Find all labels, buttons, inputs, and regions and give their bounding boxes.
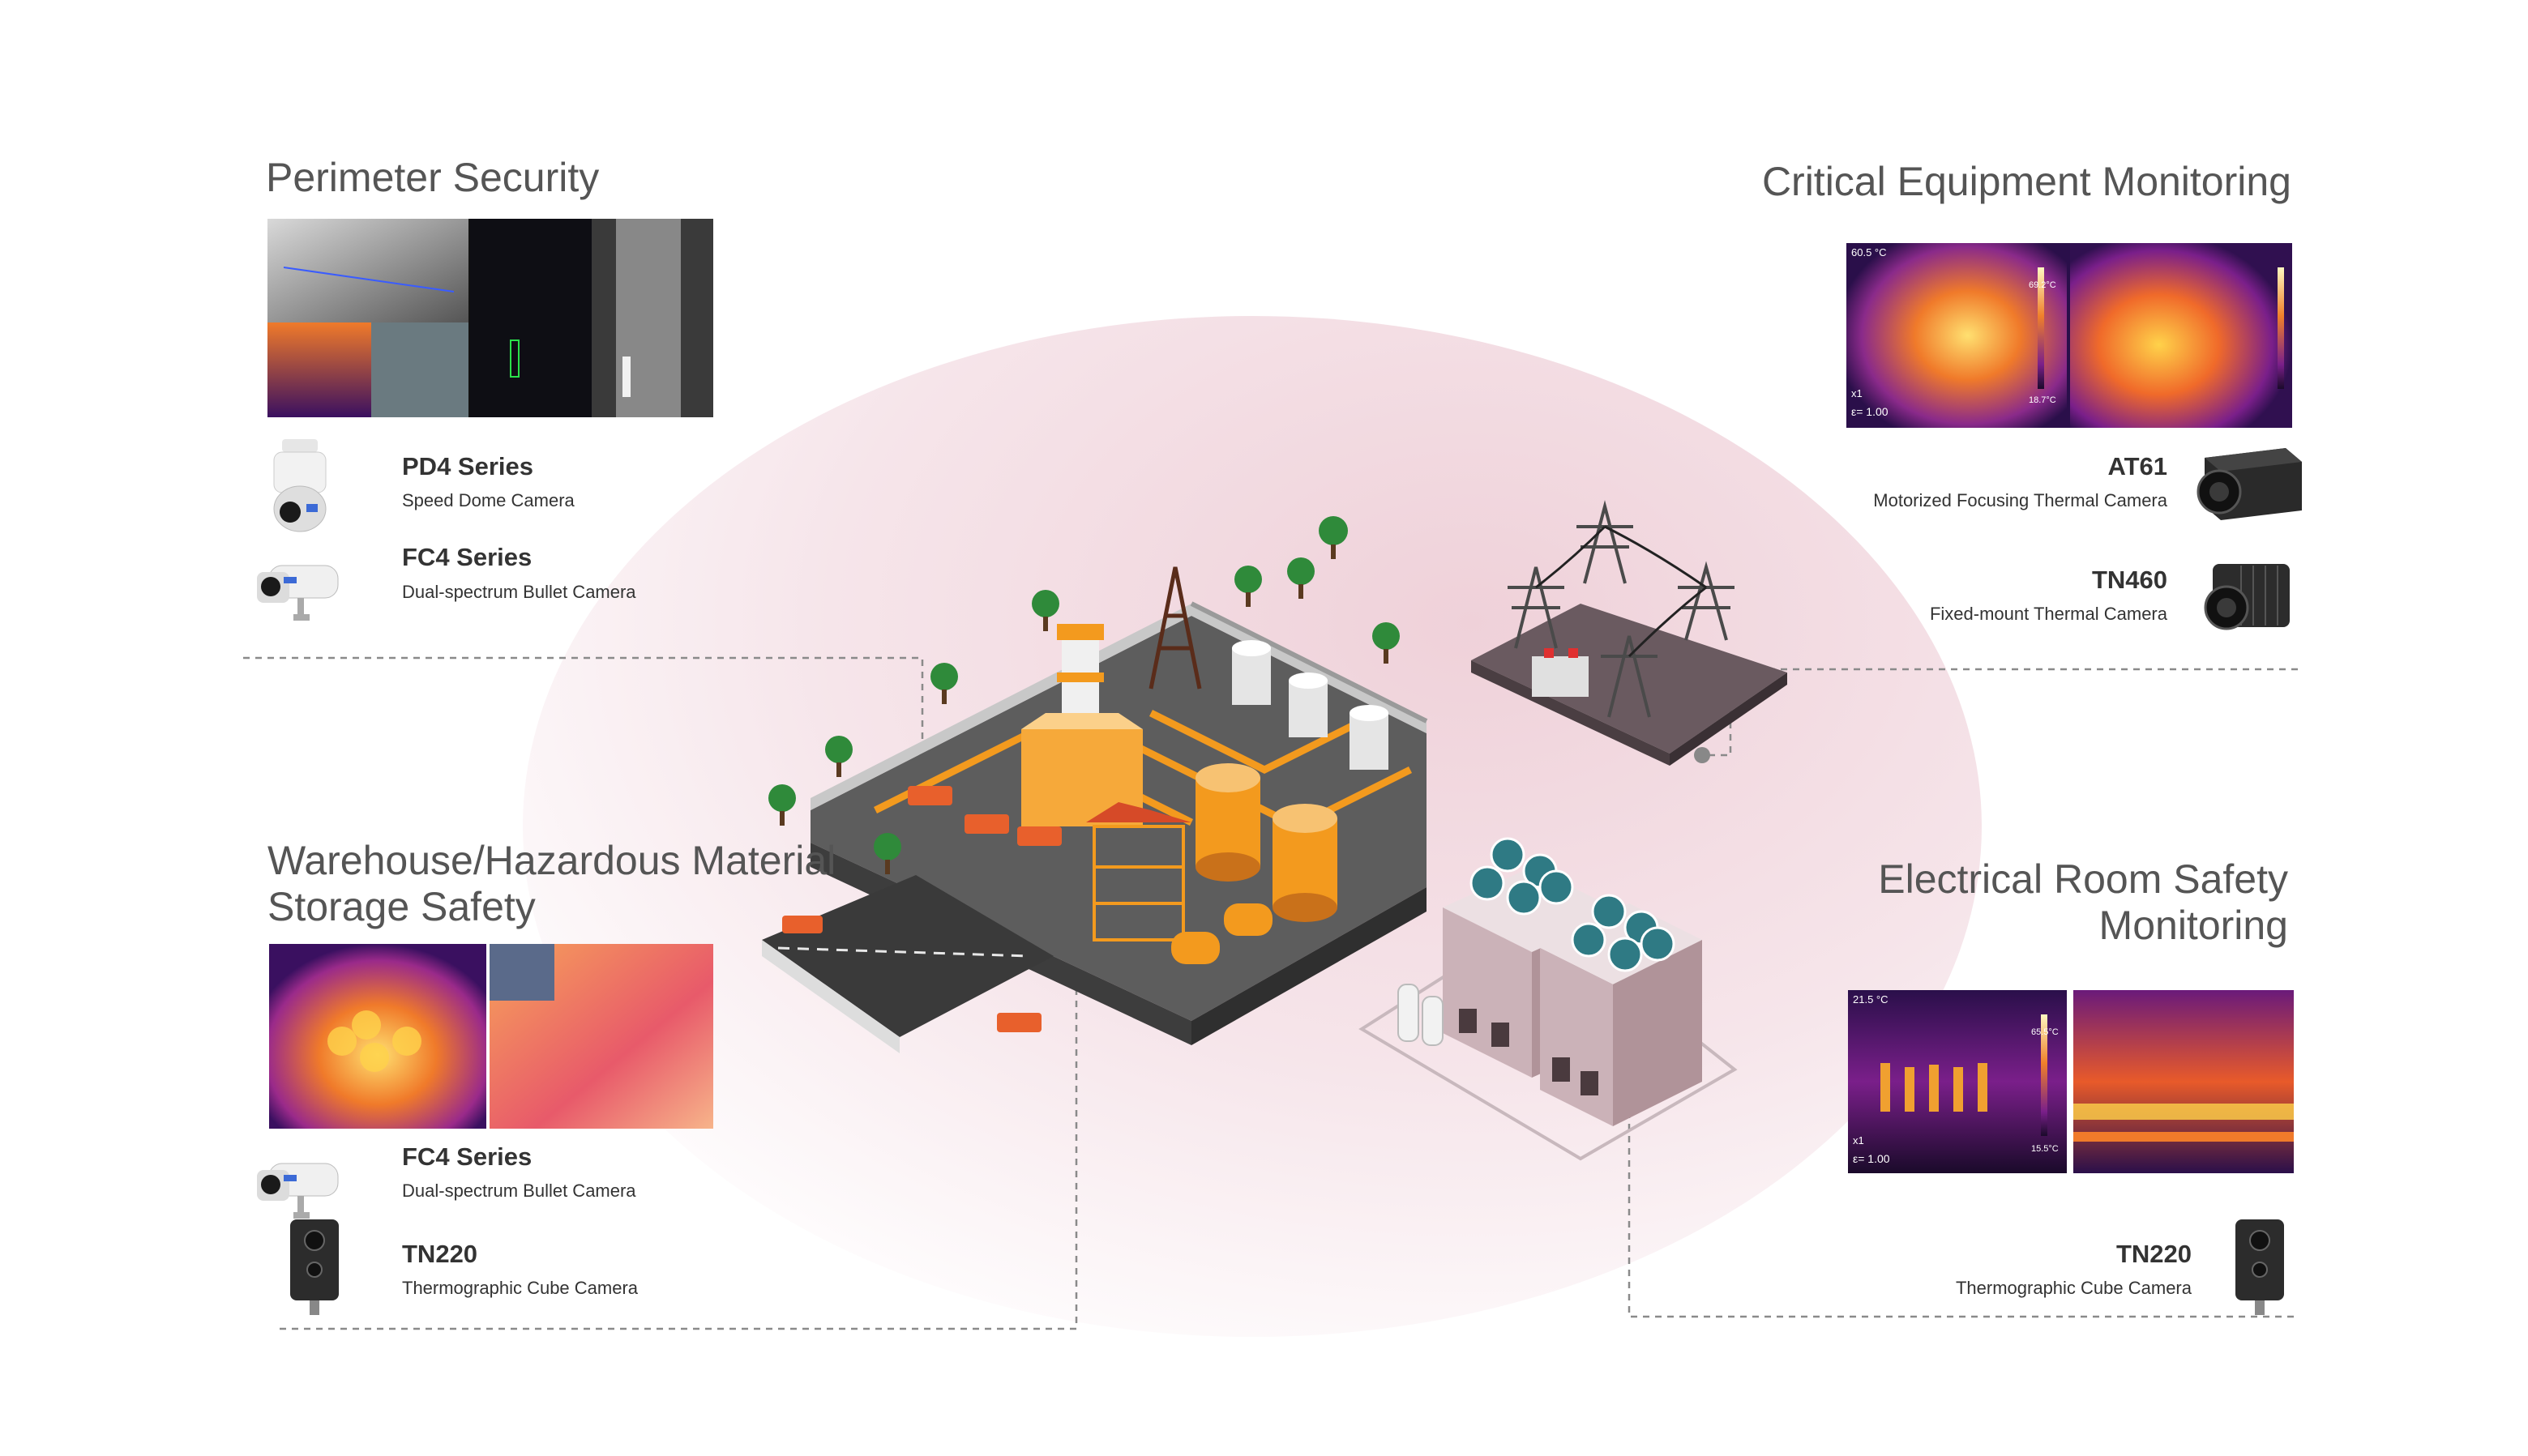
section-title-electrical-line1: Electrical Room Safety [1878,856,2288,902]
product-name-fc4-perimeter: FC4 Series [402,543,533,571]
electrical-thumb-zoom: x1 [1853,1134,1864,1146]
connector-warehouse [280,984,1078,1330]
product-desc-pd4: Speed Dome Camera [402,490,575,510]
product-desc-tn220-electrical: Thermographic Cube Camera [1955,1278,2192,1298]
plant-road [762,875,1054,1037]
critical-thumb-temp: 60.5 °C [1851,246,1887,258]
oil-derrick [1149,566,1202,690]
section-title-perimeter: Perimeter Security [266,155,600,200]
section-title-warehouse-line1: Warehouse/Hazardous Material [267,838,836,883]
critical-thumb-scale-hi: 69.2°C [2029,280,2056,290]
electrical-thumb-scale-hi: 65.5°C [2031,1027,2059,1037]
perimeter-thumbnail [267,219,713,417]
critical-thumb-zoom: x1 [1851,387,1863,399]
electrical-thumb-scale-lo: 15.5°C [2031,1144,2059,1154]
product-desc-tn220-warehouse: Thermographic Cube Camera [402,1278,639,1298]
product-name-tn220-electrical: TN220 [2115,1240,2192,1268]
speed-dome-camera-icon [267,438,332,535]
trees [768,516,1400,874]
connector-electrical [1628,1102,2294,1318]
product-name-tn460: TN460 [2091,566,2167,594]
product-name-tn220-warehouse: TN220 [402,1240,478,1268]
product-desc-tn460: Fixed-mount Thermal Camera [1929,604,2167,624]
cube-camera-icon [2231,1219,2289,1317]
product-desc-at61: Motorized Focusing Thermal Camera [1873,490,2167,510]
critical-thumbnail: 60.5 °C 69.2°C 18.7°C x1 ε= 1.00 [1846,243,2292,428]
fixed-thermal-camera-icon [2192,557,2298,638]
scaffold-tower [1093,825,1185,941]
product-desc-fc4-perimeter: Dual-spectrum Bullet Camera [402,582,636,602]
box-thermal-camera-icon [2188,442,2310,527]
section-title-warehouse-line2: Storage Safety [267,884,536,929]
critical-thumb-scale-lo: 18.7°C [2029,395,2056,405]
electrical-thumb-temp: 21.5 °C [1853,993,1889,1006]
bullet-camera-icon [253,1149,342,1222]
electrical-thumbnail: 21.5 °C 65.5°C 15.5°C x1 ε= 1.00 [1848,990,2294,1173]
bullet-camera-icon [253,551,342,624]
section-title-electrical-line2: Monitoring [2098,903,2288,948]
product-name-pd4: PD4 Series [402,452,533,480]
warehouse-thumbnail [269,944,713,1129]
connector-dot-critical [1694,747,1710,763]
product-name-at61: AT61 [2107,452,2167,480]
product-desc-fc4-warehouse: Dual-spectrum Bullet Camera [402,1181,636,1201]
critical-thumb-emissivity: ε= 1.00 [1851,405,1889,418]
electrical-thumb-emissivity: ε= 1.00 [1853,1152,1890,1165]
section-title-critical: Critical Equipment Monitoring [1761,159,2291,204]
cube-camera-icon [285,1219,344,1317]
product-name-fc4-warehouse: FC4 Series [402,1142,533,1171]
trucks [782,786,1062,1032]
control-tower [1021,624,1143,826]
transformer [1532,656,1589,697]
